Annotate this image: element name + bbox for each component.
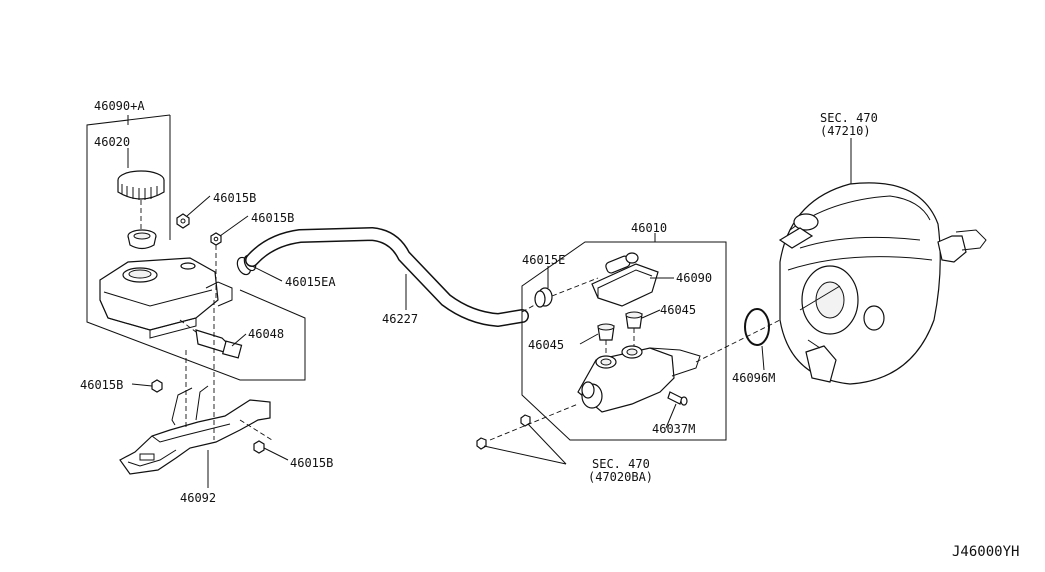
- diagram-code: J46000YH: [952, 544, 1019, 560]
- label-46096m: 46096M: [732, 371, 775, 385]
- label-46037m: 46037M: [652, 422, 695, 436]
- label-46227: 46227: [382, 312, 418, 326]
- reservoir-cap-part: [117, 170, 165, 200]
- leader-lines: [127, 138, 852, 488]
- label-46015b-right: 46015B: [290, 456, 333, 470]
- label-46092: 46092: [180, 491, 216, 505]
- reservoir-bracket-part: [119, 385, 271, 475]
- label-46015e: 46015E: [522, 253, 565, 267]
- nut-46015b-left-part: [151, 379, 163, 393]
- hose-clip-e-part: [534, 287, 553, 308]
- nut-46015b-right-part: [253, 440, 265, 454]
- label-46020: 46020: [94, 135, 130, 149]
- nut-47020ba-front-part: [476, 437, 487, 450]
- label-sec470-b: SEC. 470: [820, 111, 878, 125]
- label-46015b-upper: 46015B: [213, 191, 256, 205]
- label-sec470-a: SEC. 470: [592, 457, 650, 471]
- grommet-46045-right-part: [625, 311, 643, 329]
- label-46090a: 46090+A: [94, 99, 145, 113]
- reservoir-group: [86, 114, 306, 475]
- label-46045-left: 46045: [528, 338, 564, 352]
- brake-booster-part: [778, 182, 987, 385]
- label-46045-right: 46045: [660, 303, 696, 317]
- master-cylinder-group: [489, 233, 801, 441]
- bolt-46037m-part: [667, 391, 688, 406]
- label-sec470-b-sub: (47210): [820, 124, 871, 138]
- master-cylinder-body-part: [577, 345, 701, 413]
- o-ring-46096m-part: [744, 308, 770, 346]
- label-46090: 46090: [676, 271, 712, 285]
- callout-labels: 46090+A 46020 46015B 46015B 46015EA 4604…: [80, 99, 1019, 560]
- label-46048: 46048: [248, 327, 284, 341]
- grommet-46045-left-part: [597, 323, 615, 341]
- label-46010: 46010: [631, 221, 667, 235]
- nut-46015b-upper-part: [176, 213, 190, 229]
- reservoir-tank-part: [99, 257, 233, 339]
- nut-47020ba-rear-part: [520, 414, 531, 427]
- label-46015ea: 46015EA: [285, 275, 336, 289]
- label-46015b-mid: 46015B: [251, 211, 294, 225]
- strainer-part: [127, 229, 157, 250]
- label-46015b-left: 46015B: [80, 378, 123, 392]
- reservoir-seal-46090-part: [591, 252, 659, 307]
- fluid-level-sensor-part: [195, 329, 243, 359]
- label-sec470-a-sub: (47020BA): [588, 470, 653, 484]
- nut-46015b-mid-part: [210, 232, 222, 246]
